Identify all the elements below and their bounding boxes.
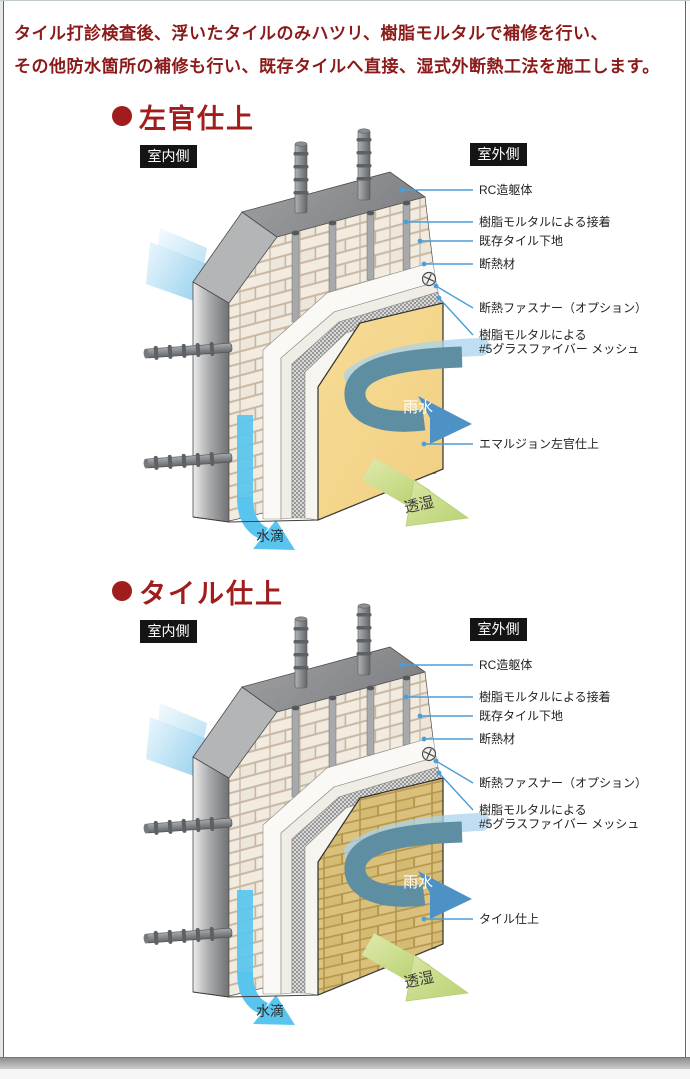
section-title-tile: タイル仕上 — [112, 575, 284, 609]
wall-bottom-edge — [192, 943, 444, 998]
callout-existing-tile: 既存タイル下地 — [479, 234, 563, 248]
indoor-badge-label: 室内側 — [148, 623, 190, 639]
strip-caps — [291, 675, 411, 711]
indoor-badge-label: 室内側 — [148, 148, 190, 164]
section-title-plaster: 左官仕上 — [112, 100, 255, 134]
callout-finish: エマルジョン左官仕上 — [479, 436, 599, 451]
light-beam — [146, 228, 207, 302]
rain-arrow: 雨水 — [344, 338, 490, 444]
section-title-text: 左官仕上 — [139, 103, 255, 134]
fastener-icon — [421, 746, 437, 762]
page-border-right — [687, 0, 690, 1057]
callout-mesh-2: #5グラスファイバー メッシュ — [479, 817, 639, 831]
callout-adhesive: 樹脂モルタルによる接着 — [479, 689, 611, 704]
callout-fastener: 断熱ファスナー（オプション） — [479, 300, 647, 315]
callouts: RC造躯体 樹脂モルタルによる接着 既存タイル下地 断熱材 断熱ファスナー（オプ… — [399, 182, 647, 451]
page-border-top — [0, 0, 690, 1]
intro-text: タイル打診検査後、浮いたタイルのみハツリ、樹脂モルタルで補修を行い、 その他防水… — [14, 18, 674, 83]
callout-mesh-2: #5グラスファイバー メッシュ — [479, 342, 639, 356]
moisture-label: 透湿 — [403, 494, 436, 517]
callout-rc: RC造躯体 — [479, 182, 532, 197]
adhesive-strips — [291, 200, 411, 323]
bottom-margin — [0, 1069, 690, 1079]
rain-arrow: 雨水 — [344, 813, 490, 919]
callout-rc: RC造躯体 — [479, 657, 532, 672]
rebar-horizontal — [143, 341, 233, 470]
callout-fastener: 断熱ファスナー（オプション） — [479, 775, 647, 790]
callouts: RC造躯体 樹脂モルタルによる接着 既存タイル下地 断熱材 断熱ファスナー（オプ… — [399, 657, 647, 926]
indoor-badge: 室内側 — [140, 145, 197, 168]
outdoor-badge-label: 室外側 — [478, 146, 520, 162]
page-border-left-line — [3, 0, 4, 1057]
intro-line-1: タイル打診検査後、浮いたタイルのみハツリ、樹脂モルタルで補修を行い、 — [14, 24, 608, 43]
bottom-divider-bar — [0, 1057, 690, 1070]
rain-label: 雨水 — [403, 874, 433, 891]
moisture-arrow: 透湿 — [361, 933, 470, 1002]
indoor-badge: 室内側 — [140, 620, 197, 643]
strip-caps — [291, 200, 411, 236]
bullet-icon — [112, 581, 132, 601]
callout-mesh-1: 樹脂モルタルによる — [479, 802, 587, 817]
rebar-vertical — [293, 603, 372, 689]
light-beam — [146, 703, 207, 777]
moisture-label: 透湿 — [403, 969, 436, 992]
drip-arrow — [237, 890, 295, 1025]
wall-bottom-edge — [192, 468, 444, 523]
rebar-vertical — [293, 128, 372, 214]
outdoor-badge: 室外側 — [470, 618, 527, 641]
intro-line-2: その他防水箇所の補修も行い、既存タイルへ直接、湿式外断熱工法を施工します。 — [14, 56, 660, 76]
page-border-left — [0, 0, 3, 1057]
moisture-arrow: 透湿 — [361, 458, 470, 527]
drip-label: 水滴 — [256, 528, 284, 544]
callout-existing-tile: 既存タイル下地 — [479, 709, 563, 723]
rebar-horizontal — [143, 816, 233, 945]
callout-adhesive: 樹脂モルタルによる接着 — [479, 214, 611, 229]
drip-arrow — [237, 415, 295, 550]
callout-insulation: 断熱材 — [479, 731, 515, 746]
rain-label: 雨水 — [403, 399, 433, 416]
outdoor-badge-label: 室外側 — [478, 621, 520, 637]
callout-mesh-1: 樹脂モルタルによる — [479, 327, 587, 342]
callout-insulation: 断熱材 — [479, 256, 515, 271]
drip-label: 水滴 — [256, 1003, 284, 1019]
fastener-icon — [421, 271, 437, 287]
outdoor-badge: 室外側 — [470, 143, 527, 166]
diagram-tile-finish: 雨水 透湿 水滴 室内側 室外側 RC造躯体 樹脂モルタルによる接着 既存タイル… — [140, 603, 647, 1025]
concrete-side-face — [192, 756, 230, 998]
bullet-icon — [112, 106, 132, 126]
concrete-side-face — [192, 281, 230, 523]
page-border-right-line — [685, 0, 686, 1057]
diagram-plaster-finish: 雨水 透湿 水滴 室内側 室外側 RC造躯体 樹脂モルタルによる接着 既存タイル… — [140, 128, 647, 550]
section-title-text: タイル仕上 — [139, 578, 284, 609]
callout-finish: タイル仕上 — [479, 912, 539, 926]
